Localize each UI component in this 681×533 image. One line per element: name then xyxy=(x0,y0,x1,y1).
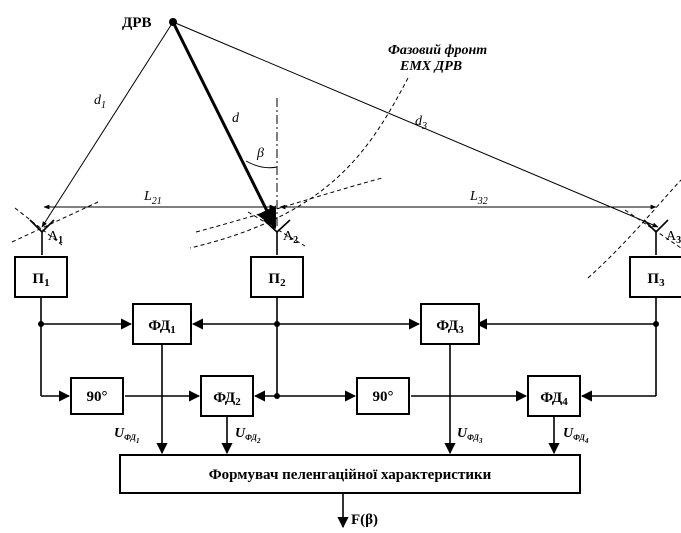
baseline-l32-label: L32 xyxy=(469,189,488,207)
svg-text:П2: П2 xyxy=(268,271,286,289)
svg-text:90°: 90° xyxy=(87,389,108,405)
junction-p2-bottom xyxy=(274,393,280,399)
phase-front-label-2: ЕМХ ДРВ xyxy=(399,59,462,74)
angle-arc xyxy=(245,160,278,169)
antenna-3-icon xyxy=(643,219,669,255)
phase-detector-2: ФД2 xyxy=(200,375,254,417)
receiver-1: П1 xyxy=(14,256,68,298)
junction-p3-top xyxy=(653,321,659,327)
svg-text:90°: 90° xyxy=(373,389,394,405)
junction-p1-top xyxy=(38,321,44,327)
phase-detector-4: ФД4 xyxy=(527,375,581,417)
junction-p2-top xyxy=(274,321,280,327)
distance-d-label: d xyxy=(232,111,240,126)
antenna-1-icon xyxy=(29,219,55,255)
characteristic-former: Формувач пеленгаційної характеристики xyxy=(119,454,581,494)
ray-d3 xyxy=(172,21,659,228)
voltage-3-label: UФД3 xyxy=(457,426,483,445)
phase-shifter-1: 90° xyxy=(70,377,124,415)
voltage-4-label: UФД4 xyxy=(563,426,589,445)
antenna-3-label: A3 xyxy=(666,229,681,246)
ray-d xyxy=(171,21,277,229)
voltage-1-label: UФД1 xyxy=(114,426,140,445)
angle-label: β xyxy=(256,146,264,161)
svg-text:ФД3: ФД3 xyxy=(436,318,464,336)
distance-d3-label: d3 xyxy=(415,114,427,132)
antenna-2-label: A2 xyxy=(283,229,298,246)
receiver-2: П2 xyxy=(250,256,304,298)
source-label: ДРВ xyxy=(122,15,152,31)
svg-text:П1: П1 xyxy=(32,271,49,289)
ray-d1 xyxy=(41,21,174,228)
output-label: F(β) xyxy=(351,512,378,528)
svg-text:П3: П3 xyxy=(647,271,665,289)
antenna1-tick xyxy=(14,207,63,246)
receiver-3: П3 xyxy=(629,256,681,298)
svg-text:ФД2: ФД2 xyxy=(213,390,241,408)
phase-detector-3: ФД3 xyxy=(420,303,480,345)
antenna-1-label: A1 xyxy=(48,229,63,246)
phase-shifter-2: 90° xyxy=(356,377,410,415)
antenna-2-icon xyxy=(263,219,291,255)
baseline-l21-label: L21 xyxy=(143,189,162,207)
svg-text:ФД1: ФД1 xyxy=(148,318,175,336)
voltage-2-label: UФД2 xyxy=(235,426,261,445)
svg-text:ФД4: ФД4 xyxy=(540,390,568,408)
phase-detector-1: ФД1 xyxy=(132,303,192,345)
antenna3-tick xyxy=(624,209,681,249)
phase-front-main xyxy=(189,77,409,249)
distance-d1-label: d1 xyxy=(94,93,106,111)
svg-text:Формувач пеленгаційної характе: Формувач пеленгаційної характеристики xyxy=(209,467,492,483)
phase-front-a2 xyxy=(195,177,383,233)
phase-front-label-1: Фазовий фронт xyxy=(388,43,487,58)
